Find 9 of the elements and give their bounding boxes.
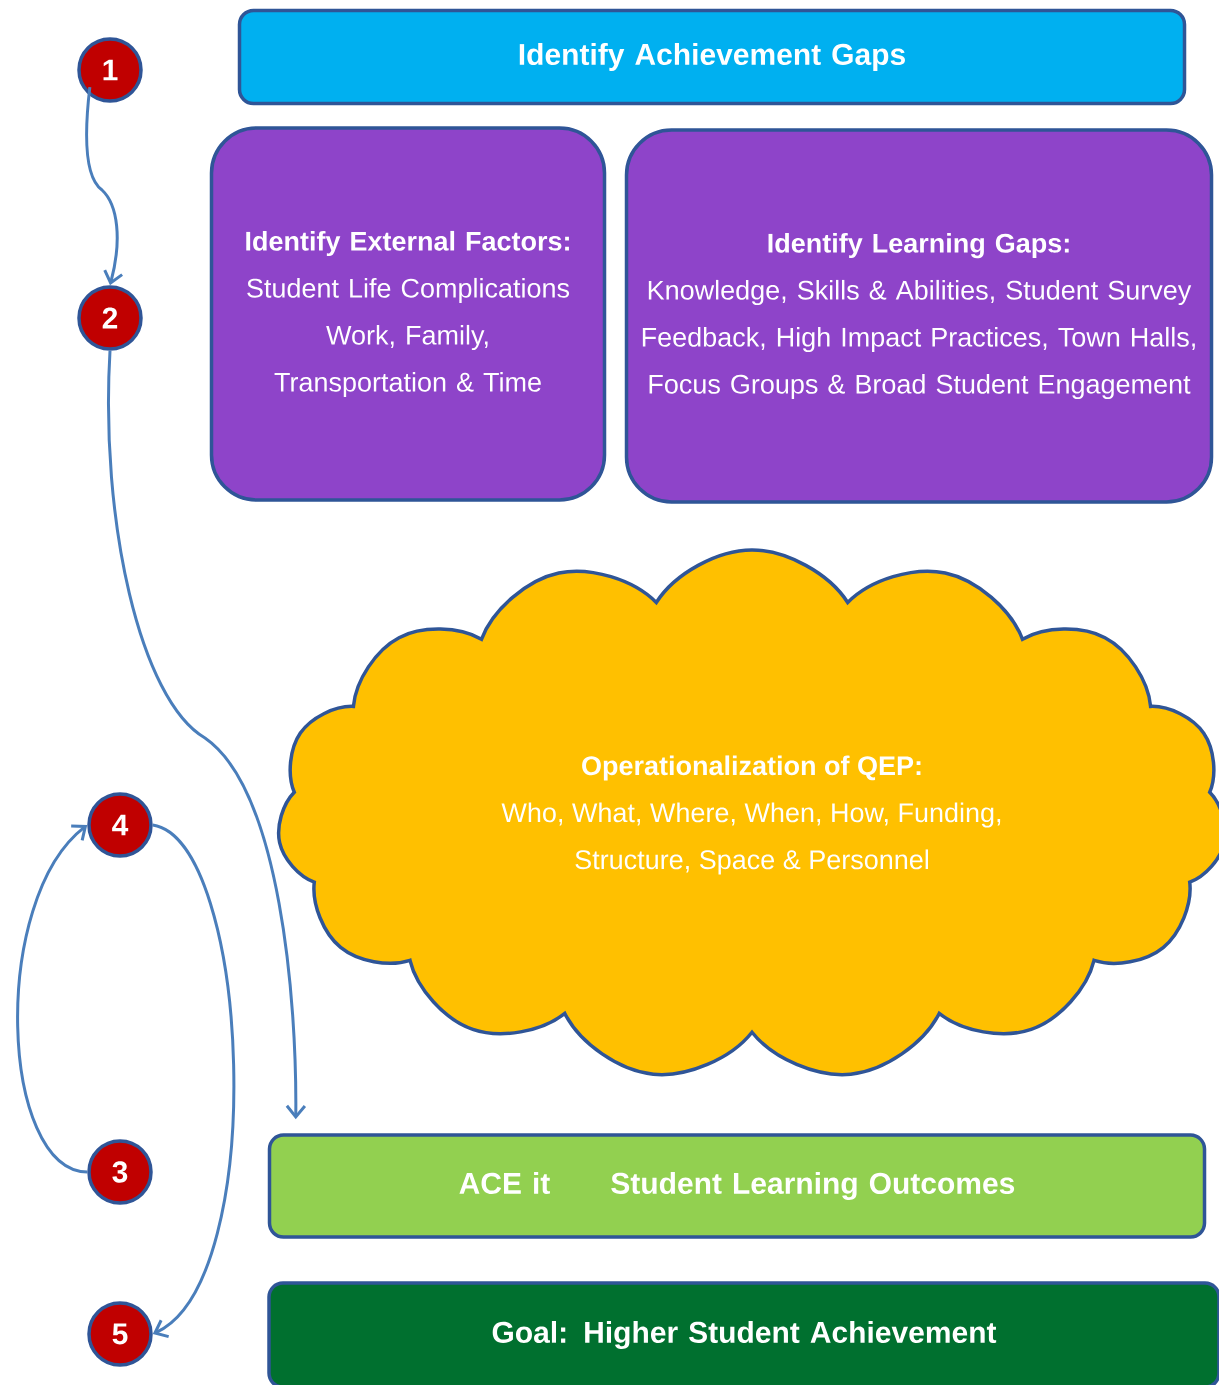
arrow [85, 87, 123, 286]
process-box: ACE it Student Learning Outcomes [267, 1133, 1207, 1239]
process-box: Identify External Factors: Student Life Complications Work, Family, Transportation & Time [209, 126, 607, 502]
process-box: Identify Achievement Gaps [237, 8, 1187, 106]
arrow [107, 350, 307, 1120]
arrow [16, 824, 88, 1174]
process-box: Identify Learning Gaps: Knowledge, Skills & Abilities, Student Survey Feedback, High Impact Practices, Town Halls, Focus Groups & Broad Student Engagement [624, 128, 1214, 504]
process-box: Goal: Higher Student Achievement [267, 1281, 1219, 1385]
arrow [152, 823, 236, 1339]
